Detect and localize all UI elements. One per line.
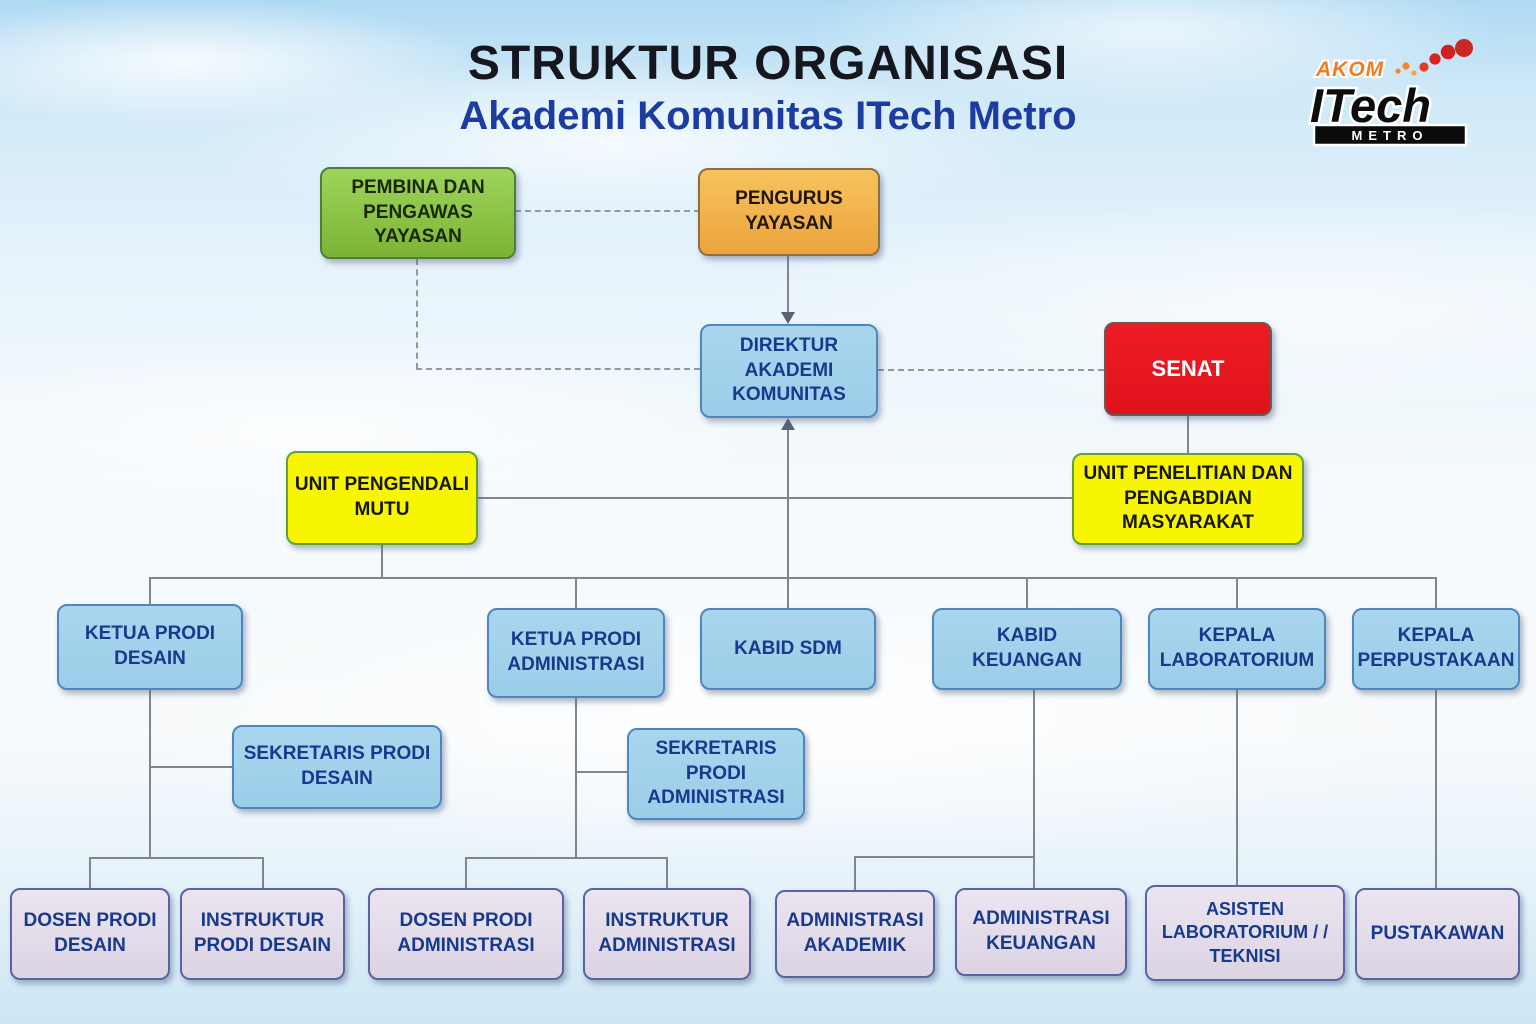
logo-akom-text: AKOM bbox=[1315, 58, 1384, 81]
connector-bus-ketua-admin bbox=[575, 577, 577, 609]
connector-pembina-down bbox=[416, 259, 418, 369]
node-ketua-prodi-administrasi: KETUA PRODI ADMINISTRASI bbox=[487, 608, 665, 698]
connector-senat-uppm bbox=[1187, 416, 1189, 454]
node-instruktur-prodi-desain: INSTRUKTUR PRODI DESAIN bbox=[180, 888, 345, 980]
connector-bus-kepala-lab bbox=[1236, 577, 1238, 609]
connector-kepala-lab-down bbox=[1236, 690, 1238, 886]
node-senat: SENAT bbox=[1104, 322, 1272, 416]
connector-admin-bottom-bus bbox=[465, 857, 667, 859]
node-asisten-laboratorium-teknisi: ASISTEN LABORATORIUM / / TEKNISI bbox=[1145, 885, 1345, 981]
node-unit-penelitian-pengabdian-masyarakat: UNIT PENELITIAN DAN PENGABDIAN MASYARAKA… bbox=[1072, 453, 1304, 545]
itech-metro-logo: AKOM ITech METRO bbox=[1308, 39, 1473, 147]
connector-desain-bottom-bus bbox=[89, 857, 264, 859]
connector-ketua-admin-down bbox=[575, 698, 577, 858]
logo-metro-text: METRO bbox=[1352, 128, 1429, 143]
page-subtitle: Akademi Komunitas ITech Metro bbox=[459, 94, 1077, 138]
connector-keuangan-bottom-bus bbox=[854, 856, 1035, 858]
logo-metro-bar bbox=[1312, 123, 1468, 147]
connector-direktur-senat bbox=[878, 369, 1104, 371]
connector-direktur-bus bbox=[787, 428, 789, 608]
connector-bus-kepala-perpus bbox=[1435, 577, 1437, 609]
connector-dosen-admin bbox=[465, 857, 467, 889]
node-pengurus-yayasan: PENGURUS YAYASAN bbox=[698, 168, 880, 256]
connector-pembina-direktur bbox=[416, 368, 700, 370]
connector-bus-ketua-desain bbox=[149, 577, 151, 606]
connector-upm-bus bbox=[381, 545, 383, 578]
logo-itech-text: ITech bbox=[1310, 79, 1431, 132]
connector-pengurus-direktur bbox=[787, 256, 789, 316]
node-administrasi-akademik: ADMINISTRASI AKADEMIK bbox=[775, 890, 935, 978]
connector-sek-desain bbox=[149, 766, 233, 768]
connector-kabid-keuangan-down bbox=[1033, 690, 1035, 889]
arrow-down-icon bbox=[781, 312, 795, 324]
connector-sek-admin bbox=[575, 771, 628, 773]
node-direktur-akademi-komunitas: DIREKTUR AKADEMI KOMUNITAS bbox=[700, 324, 878, 418]
connector-instruktur-desain bbox=[262, 857, 264, 889]
arrow-up-icon bbox=[781, 418, 795, 430]
node-pembina-dan-pengawas-yayasan: PEMBINA DAN PENGAWAS YAYASAN bbox=[320, 167, 516, 259]
connector-bus-kabid-keuangan bbox=[1026, 577, 1028, 609]
node-kepala-perpustakaan: KEPALA PERPUSTAKAAN bbox=[1352, 608, 1520, 690]
connector-upm-uppm bbox=[478, 497, 1072, 499]
node-ketua-prodi-desain: KETUA PRODI DESAIN bbox=[57, 604, 243, 690]
connector-row2-bus bbox=[150, 577, 1436, 579]
node-sekretaris-prodi-desain: SEKRETARIS PRODI DESAIN bbox=[232, 725, 442, 809]
connector-ketua-desain-down bbox=[149, 690, 151, 858]
node-sekretaris-prodi-administrasi: SEKRETARIS PRODI ADMINISTRASI bbox=[627, 728, 805, 820]
node-dosen-prodi-administrasi: DOSEN PRODI ADMINISTRASI bbox=[368, 888, 564, 980]
node-instruktur-administrasi: INSTRUKTUR ADMINISTRASI bbox=[583, 888, 751, 980]
connector-adm-akademik bbox=[854, 856, 856, 891]
node-administrasi-keuangan: ADMINISTRASI KEUANGAN bbox=[955, 888, 1127, 976]
node-pustakawan: PUSTAKAWAN bbox=[1355, 888, 1520, 980]
connector-kepala-perpus-down bbox=[1435, 690, 1437, 889]
connector-instruktur-admin bbox=[666, 857, 668, 889]
logo-dots-icon bbox=[1395, 39, 1473, 76]
connector-dosen-desain bbox=[89, 857, 91, 889]
page-title: STRUKTUR ORGANISASI bbox=[467, 37, 1069, 90]
node-unit-pengendali-mutu: UNIT PENGENDALI MUTU bbox=[286, 451, 478, 545]
node-dosen-prodi-desain: DOSEN PRODI DESAIN bbox=[10, 888, 170, 980]
connector-pembina-pengurus bbox=[515, 210, 700, 212]
node-kabid-keuangan: KABID KEUANGAN bbox=[932, 608, 1122, 690]
node-kabid-sdm: KABID SDM bbox=[700, 608, 876, 690]
node-kepala-laboratorium: KEPALA LABORATORIUM bbox=[1148, 608, 1326, 690]
